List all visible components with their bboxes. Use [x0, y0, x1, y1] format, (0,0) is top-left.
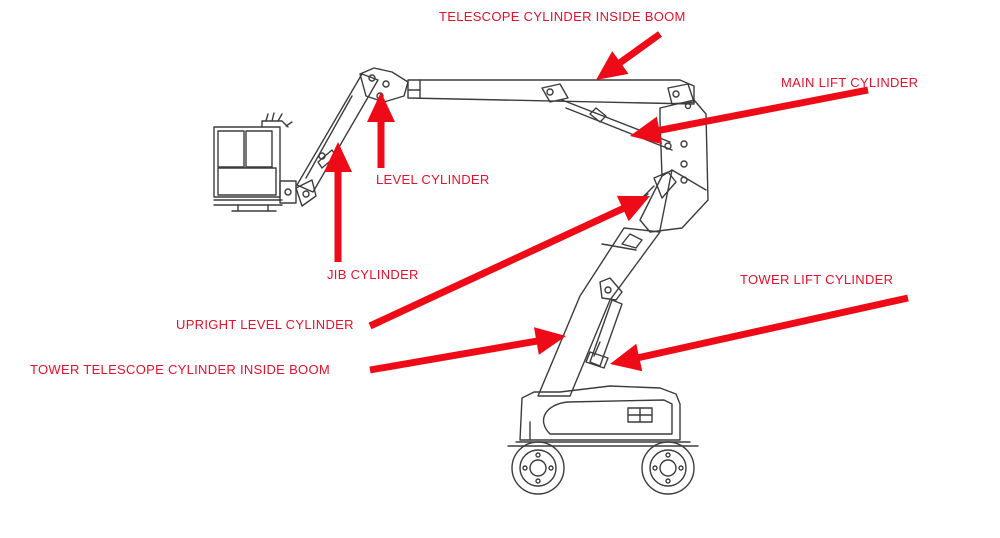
label-tower-lift-cylinder: TOWER LIFT CYLINDER	[740, 272, 894, 287]
label-main-lift-cylinder: MAIN LIFT CYLINDER	[781, 75, 919, 90]
tower-boom	[537, 227, 661, 397]
label-telescope-cylinder: TELESCOPE CYLINDER INSIDE BOOM	[439, 9, 686, 24]
platform-basket	[213, 112, 293, 212]
arrow-tower-lift-cylinder	[610, 294, 909, 372]
arrow-upright-level-cylinder	[368, 195, 650, 330]
label-tower-telescope-cylinder: TOWER TELESCOPE CYLINDER INSIDE BOOM	[30, 362, 330, 377]
tower-lift-cylinder-drawing	[585, 299, 623, 369]
platform-rotator	[279, 179, 317, 207]
upright-pivot	[639, 99, 709, 233]
turntable-chassis	[507, 385, 699, 447]
arrow-jib-cylinder	[324, 142, 352, 262]
arrow-tower-telescope-cylinder	[369, 327, 566, 374]
main-boom	[407, 79, 695, 110]
label-jib-cylinder: JIB CYLINDER	[327, 267, 419, 282]
arrow-main-lift-cylinder	[630, 86, 869, 145]
wheel-right	[641, 441, 695, 495]
label-level-cylinder: LEVEL CYLINDER	[376, 172, 490, 187]
wheel-left	[511, 441, 565, 495]
label-upright-level-cylinder: UPRIGHT LEVEL CYLINDER	[176, 317, 354, 332]
arrow-telescope-cylinder	[596, 31, 662, 80]
arrow-level-cylinder	[367, 92, 395, 168]
